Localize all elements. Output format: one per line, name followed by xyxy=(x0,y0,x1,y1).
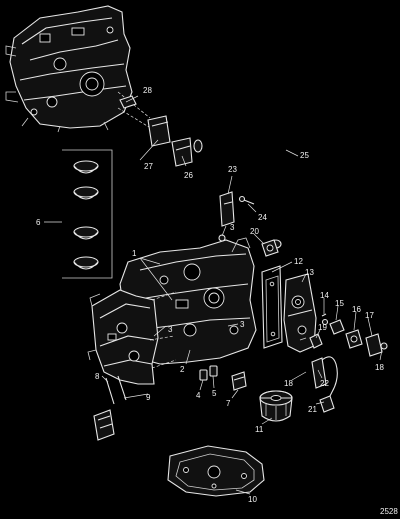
callout-23: 23 xyxy=(228,165,237,174)
callout-7: 7 xyxy=(226,399,231,408)
bolts-and-connector xyxy=(93,375,127,441)
callout-21: 21 xyxy=(308,405,317,414)
fitting-elbow xyxy=(261,239,279,257)
callout-19: 19 xyxy=(318,323,327,332)
plugs-and-dowels xyxy=(199,365,247,391)
bearing-halves xyxy=(62,149,113,279)
leader-lines xyxy=(44,95,383,495)
callout-28: 26 xyxy=(184,171,193,180)
callout-13: 13 xyxy=(305,268,314,277)
callout-27: 27 xyxy=(144,162,153,171)
drawing-reference: 2528 xyxy=(380,507,398,516)
temperature-sensor xyxy=(309,333,338,413)
callout-8: 8 xyxy=(95,372,100,381)
callout-6: 6 xyxy=(36,218,41,227)
oil-filter xyxy=(259,390,293,422)
callout-26: 28 xyxy=(143,86,152,95)
callout-3-left: 3 xyxy=(168,325,173,334)
callout-14: 14 xyxy=(320,291,329,300)
crankcase-lower xyxy=(87,289,159,385)
callout-11: 11 xyxy=(255,425,264,434)
callout-25: 25 xyxy=(300,151,309,160)
callout-10: 10 xyxy=(248,495,257,504)
callout-3-right: 3 xyxy=(240,320,245,329)
callout-4: 4 xyxy=(196,391,201,400)
base-gasket xyxy=(167,445,265,497)
callout-15: 15 xyxy=(335,299,344,308)
sensor-and-fittings xyxy=(321,313,388,357)
callout-1: 1 xyxy=(132,249,137,258)
callout-24: 24 xyxy=(258,213,267,222)
crankcase-cover xyxy=(5,5,133,133)
callout-22: 22 xyxy=(320,379,329,388)
callout-9: 9 xyxy=(146,393,151,402)
hose xyxy=(193,122,299,249)
callout-18-lower: 18 xyxy=(284,379,293,388)
cover-gasket xyxy=(261,265,283,349)
fitting-bracket xyxy=(219,191,255,227)
callout-20: 20 xyxy=(250,227,259,236)
callout-numbers: 28 27 26 6 25 23 24 20 3 1 3 3 2 4 5 7 8… xyxy=(36,86,384,504)
callout-5: 5 xyxy=(212,389,217,398)
dowel-and-blocks xyxy=(119,95,193,167)
callout-12: 12 xyxy=(294,257,303,266)
callout-17: 17 xyxy=(365,311,374,320)
callout-16: 16 xyxy=(352,305,361,314)
callout-3-top: 3 xyxy=(230,223,235,232)
pump-cover xyxy=(283,273,317,353)
callout-2: 2 xyxy=(180,365,185,374)
callout-18-right: 18 xyxy=(375,363,384,372)
